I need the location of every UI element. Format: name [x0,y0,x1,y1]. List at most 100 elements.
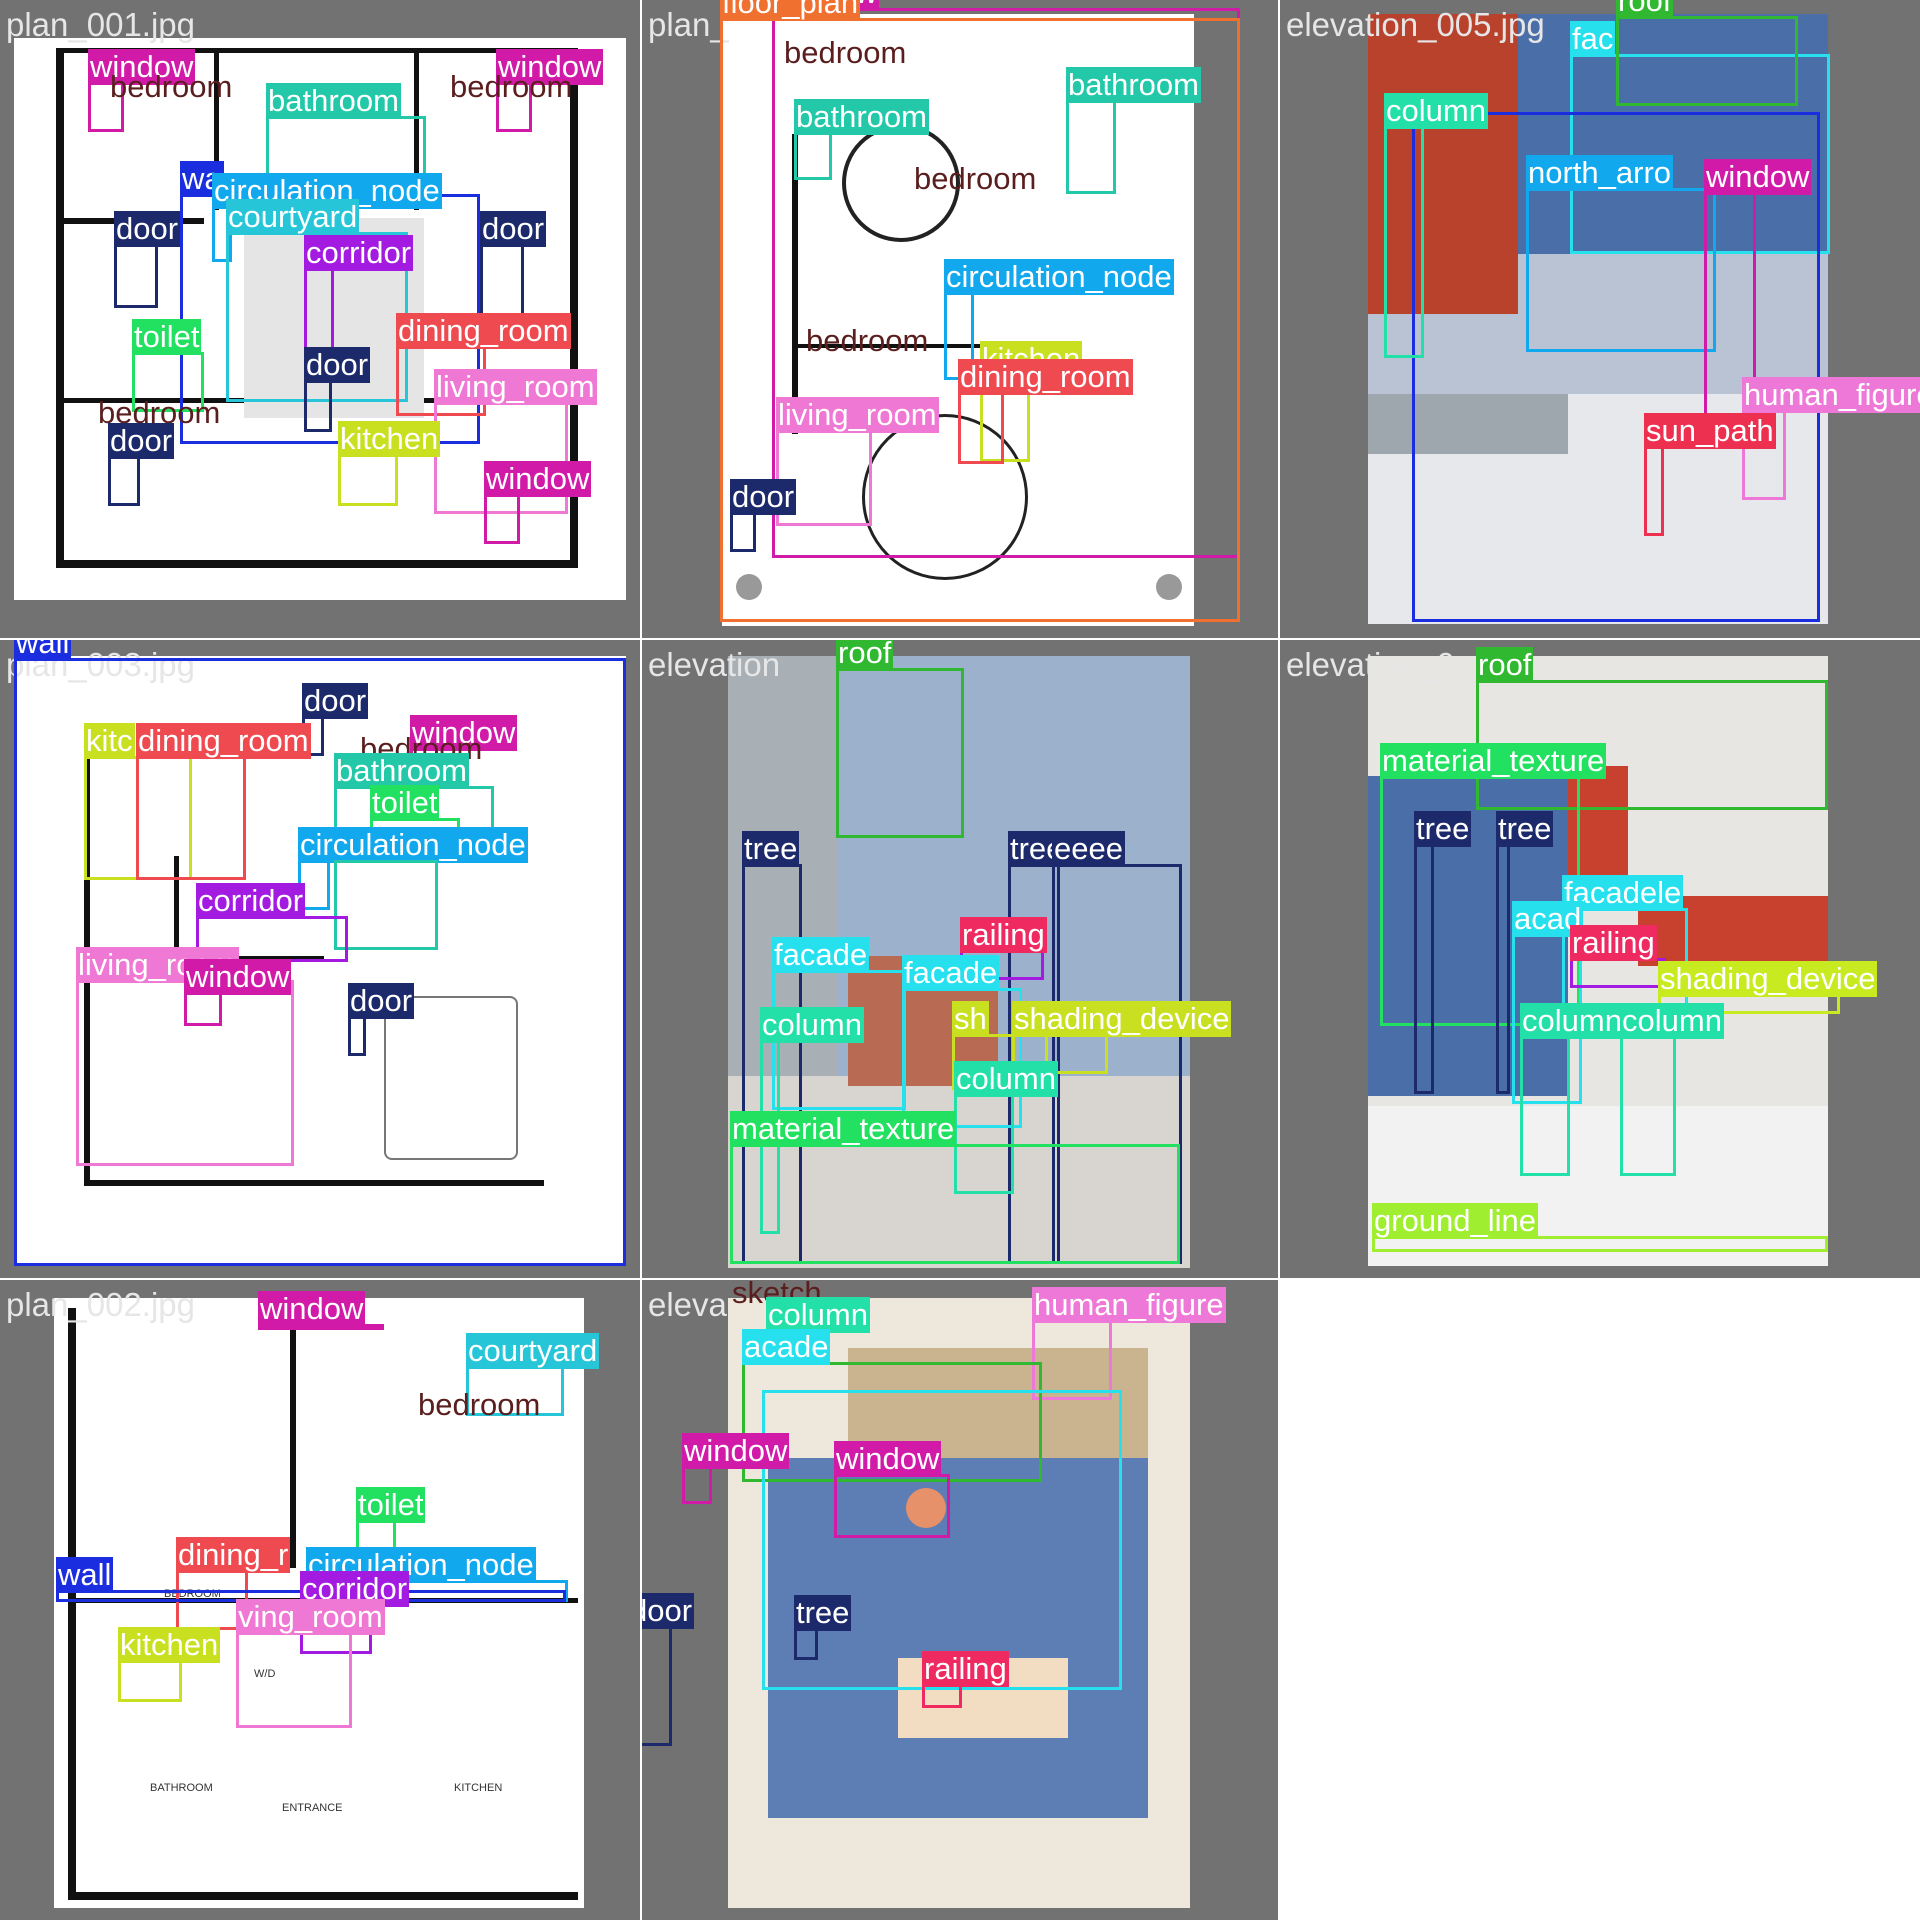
detection-door[interactable]: door [642,1593,695,1746]
detection-facade[interactable] [762,1390,1122,1690]
detection-wall[interactable]: wall [14,640,626,1266]
detection-railing[interactable]: railing [922,1651,1009,1708]
detection-roof[interactable]: roof [1616,0,1798,106]
detection-bathroom[interactable]: bathroom [794,99,929,180]
detection-shading-device[interactable]: shading_device [1658,961,1878,1014]
tile-elevation-center[interactable]: elevation roof tree tree eeee railing fa… [642,640,1278,1278]
detection-sun-path[interactable]: sun_path [1644,413,1776,536]
detection-door[interactable]: door [304,347,371,432]
label-window: window [88,49,196,85]
detection-circulation-node[interactable]: circulation_node [298,827,528,910]
detection-facade[interactable]: facade [772,937,906,1110]
detection-living-room[interactable]: living_room [434,369,597,514]
detection-courtyard[interactable] [334,860,438,950]
label-door: door [304,347,371,383]
detection-bedroom[interactable]: bedroom [782,35,982,148]
label-window: window [682,1433,790,1469]
detection-door[interactable]: door [480,211,547,320]
detection-bathroom[interactable]: bathroom [266,83,426,186]
tile-elevation-005[interactable]: elevation_005.jpg fac roof column north_… [1280,0,1920,638]
detection-living-room[interactable]: living_room [776,397,939,526]
label-circulation-node: circulation_node [306,1547,536,1583]
detection-column[interactable]: column [766,1297,870,1340]
tile-plan-003[interactable]: plan_003.jpg wall door kitc dining_room … [0,640,640,1278]
tile-elevation-0[interactable]: elevation_0 roof material_texture tree t… [1280,640,1920,1278]
detection-door[interactable]: door [114,211,181,308]
detection-tree[interactable]: tree [742,831,802,1264]
detection-wall[interactable] [1412,112,1820,622]
detection-kitchen[interactable]: kitchen [118,1627,221,1702]
detection-window[interactable]: window [410,715,518,784]
detection-dining-room[interactable]: dining_room [136,723,311,880]
label-bedroom: bedroom [784,35,907,70]
tile-elevation-bottom[interactable]: eleva sketch human_figure column acade w… [642,1280,1278,1920]
detection-corridor[interactable]: corridor [304,235,414,358]
detection-roof[interactable]: roof [1476,647,1828,810]
detection-circulation-node[interactable]: circulation_node [212,173,442,262]
detection-corridor[interactable]: corridor [196,883,348,962]
detection-dining-room[interactable]: dining_r [176,1537,291,1630]
detection-door[interactable]: door [302,683,369,756]
label-circulation-node: circulation_node [298,827,528,863]
detection-circulation-node[interactable]: circulation_node [306,1547,568,1602]
detection-column[interactable]: column [1620,1003,1724,1176]
detection-window[interactable]: window [496,49,604,132]
detection-courtyard[interactable]: courtyard [466,1333,600,1416]
detection-column[interactable]: column [954,1061,1058,1194]
tile-plan-floor[interactable]: plan_ window floor_plan bedroom bathroom… [642,0,1278,638]
detection-human-figure[interactable]: human_figure [1032,1287,1226,1400]
detection-column[interactable]: column [1384,93,1488,358]
detection-north-arrow[interactable]: north_arro [1526,155,1716,352]
detection-door[interactable]: door [348,983,415,1056]
detection-dining-room[interactable]: dining_room [396,313,571,416]
tile-plan-001[interactable]: plan_001.jpg window window bedroom bathr… [0,0,640,638]
detection-window[interactable]: window [834,1441,950,1538]
detection-tree[interactable]: tree [794,1595,852,1660]
detection-roof[interactable]: roof [836,640,964,838]
detection-facade[interactable]: acade [742,1329,1042,1482]
detection-floor-plan[interactable]: floor_plan [720,0,1240,622]
detection-dining-room[interactable]: dining_room [958,359,1133,464]
detection-window[interactable]: window [682,1433,790,1504]
detection-human-figure[interactable]: human_figure [1742,377,1920,500]
label-living-room: living_room [434,369,597,405]
detection-sketch[interactable]: sketch [730,1280,822,1310]
detection-window[interactable]: window [88,49,196,132]
detection-toilet[interactable]: toilet [132,319,204,412]
detection-bedroom[interactable]: bedroom [108,69,256,182]
detection-facade[interactable]: fac [1570,21,1830,254]
detection-door[interactable]: door [730,479,797,552]
detection-facade[interactable]: facade [902,955,1022,1128]
tile-plan-002[interactable]: BEDROOM W/D BATHROOM ENTRANCE KITCHEN pl… [0,1280,640,1920]
detection-circulation-node[interactable]: circulation_node [944,259,1174,380]
detection-window[interactable]: window [184,959,292,1026]
detection-tree[interactable]: tree [1496,811,1554,1094]
detection-shading-device[interactable]: sh [952,1001,1048,1090]
detection-window[interactable]: window [484,461,592,544]
detection-railing[interactable]: railing [960,917,1047,980]
detection-bathroom[interactable]: bathroom [1066,67,1201,194]
detection-ground-line[interactable]: ground_line [1372,1203,1828,1252]
detection-bedroom[interactable]: bedroom [912,161,1072,274]
detection-door[interactable]: door [108,423,175,506]
detection-kitchen[interactable]: kitchen [338,421,441,506]
label-railing: railing [960,917,1047,953]
detection-bedroom[interactable]: bedroom [804,323,964,436]
detection-living-room[interactable]: ving_room [236,1599,385,1728]
detection-railing[interactable]: railing [1570,925,1666,988]
detection-material-texture[interactable]: material_texture [730,1111,1180,1264]
detection-courtyard[interactable]: courtyard [226,199,408,402]
label-bedroom: bedroom [110,69,233,104]
label-column: column [760,1007,864,1043]
detection-window[interactable]: window [1704,159,1812,422]
detection-window[interactable]: window [258,1291,384,1330]
detection-bedroom[interactable]: bedroom [416,1387,566,1500]
detection-bedroom[interactable]: bedroom [448,69,598,182]
detection-shading-device[interactable]: shading_device [1012,1001,1232,1074]
detection-toilet[interactable]: toilet [356,1487,426,1550]
label-circulation-node: circulation_node [944,259,1174,295]
detection-material-texture[interactable]: material_texture [1380,743,1607,1026]
detection-column[interactable]: column [1520,1003,1624,1176]
detection-tree[interactable]: tree [1414,811,1472,1094]
label-dining-room: dining_r [176,1537,291,1573]
